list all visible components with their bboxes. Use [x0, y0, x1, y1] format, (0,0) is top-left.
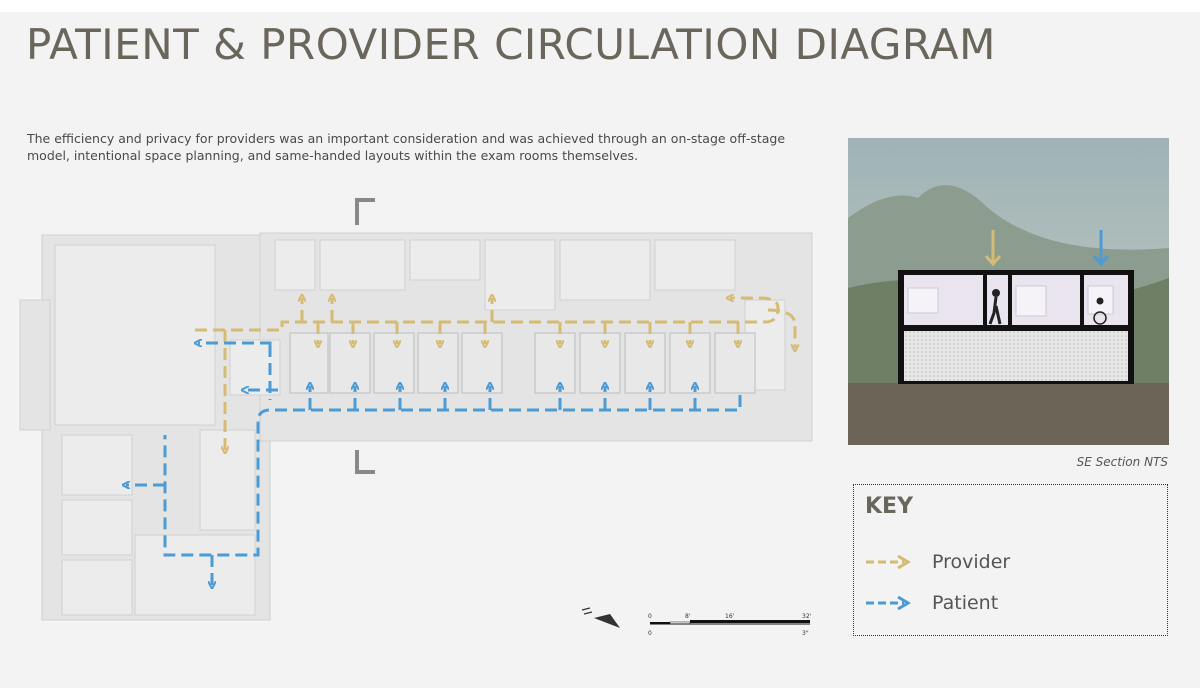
ground [848, 383, 1169, 445]
key-title: KEY [865, 494, 914, 519]
section-provider-arrow [984, 230, 1002, 267]
key-label-patient: Patient [932, 592, 999, 614]
provider-paths [195, 298, 795, 450]
section-marker-bottom [355, 450, 375, 474]
section-patient-arrow [1092, 230, 1110, 267]
scale-top-32: 32' [802, 613, 812, 620]
provider-arrow-icon [866, 555, 911, 569]
key-item-patient: Patient [864, 592, 998, 614]
section-caption: SE Section NTS [1076, 455, 1168, 469]
scale-top-8: 8' [685, 613, 691, 620]
key-item-provider: Provider [864, 551, 1010, 573]
exam-rooms [289, 332, 756, 394]
scale-bottom-0: 0 [648, 630, 652, 637]
scale-top-16: 16' [725, 613, 735, 620]
interior-rooms [54, 239, 786, 616]
page-title: PATIENT & PROVIDER CIRCULATION DIAGRAM [26, 20, 996, 69]
description-text: The efficiency and privacy for providers… [27, 131, 786, 163]
patient-arrow-icon [866, 596, 911, 610]
scale-bottom-3: 3" [802, 630, 809, 637]
floor-plan [19, 198, 813, 621]
legend-key: KEY Provider Patient [853, 484, 1168, 636]
section-render [848, 138, 1169, 445]
scale-top-0: 0 [648, 613, 652, 620]
section-marker-top [355, 198, 375, 225]
scale-bar: 0 8' 16' 32' 0 3" [648, 613, 812, 637]
patient-paths [126, 343, 742, 585]
building-section [898, 270, 1134, 384]
north-arrow-icon [581, 607, 620, 628]
key-label-provider: Provider [932, 551, 1011, 573]
